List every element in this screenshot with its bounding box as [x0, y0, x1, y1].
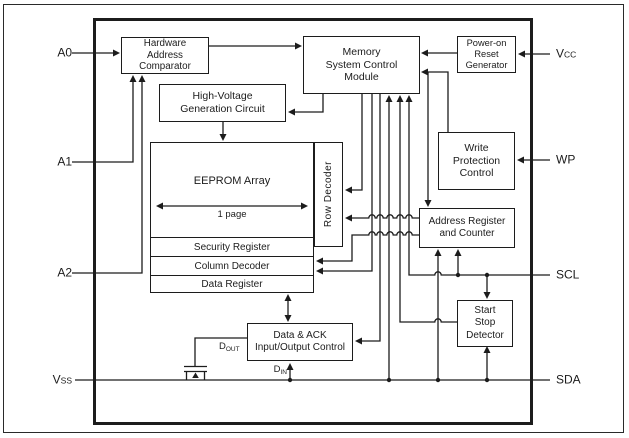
memory-system-control-module-label: Memory System Control Module	[325, 45, 398, 84]
data-ack-io-control-box: Data & ACK Input/Output Control	[247, 323, 353, 361]
pin-label-wp: WP	[556, 152, 576, 167]
security-register-row: Security Register	[151, 236, 313, 257]
pin-label-a1: A1	[57, 154, 72, 169]
memory-system-control-module-box: Memory System Control Module	[303, 36, 420, 94]
high-voltage-generation-circuit-box: High-Voltage Generation Circuit	[159, 84, 286, 122]
pin-label-scl: SCL	[556, 267, 580, 282]
hardware-address-comparator-label: Hardware Address Comparator	[139, 37, 191, 73]
data-register-row: Data Register	[151, 274, 313, 294]
column-decoder-row: Column Decoder	[151, 255, 313, 276]
eeprom-array-box: EEPROM Array 1 page Security Register Co…	[150, 142, 314, 293]
data-ack-io-control-label: Data & ACK Input/Output Control	[254, 329, 346, 353]
eeprom-array-label: EEPROM Array	[193, 175, 271, 187]
eeprom-page-label: 1 page	[217, 209, 247, 220]
hardware-address-comparator-box: Hardware Address Comparator	[121, 37, 209, 74]
address-register-and-counter-box: Address Register and Counter	[419, 208, 515, 248]
page-border	[3, 4, 624, 433]
pin-label-sda: SDA	[556, 372, 581, 387]
address-register-and-counter-label: Address Register and Counter	[428, 215, 506, 239]
row-decoder-box: Row Decoder	[314, 142, 343, 247]
high-voltage-generation-circuit-label: High-Voltage Generation Circuit	[180, 90, 265, 115]
pin-label-vss: VSS	[52, 372, 72, 387]
row-decoder-label: Row Decoder	[323, 161, 334, 228]
power-on-reset-generator-label: Power-on Reset Generator	[465, 37, 508, 71]
start-stop-detector-box: Start Stop Detector	[457, 300, 513, 347]
security-register-label: Security Register	[193, 241, 271, 253]
data-register-label: Data Register	[201, 279, 263, 291]
din-label: DIN	[273, 364, 287, 376]
dout-label: DOUT	[219, 341, 240, 353]
pin-label-a2: A2	[57, 265, 72, 280]
pin-label-a0: A0	[57, 45, 72, 60]
start-stop-detector-label: Start Stop Detector	[466, 305, 504, 341]
write-protection-control-label: Write Protection Control	[452, 141, 501, 180]
power-on-reset-generator-box: Power-on Reset Generator	[457, 36, 516, 73]
write-protection-control-box: Write Protection Control	[438, 132, 515, 190]
pin-label-vcc: VCC	[556, 46, 577, 61]
column-decoder-label: Column Decoder	[194, 260, 270, 272]
